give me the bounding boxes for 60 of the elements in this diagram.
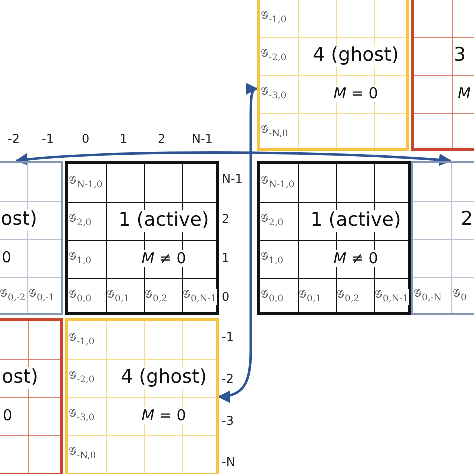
axis-number: 2 (222, 212, 230, 226)
grid-block (65, 161, 219, 315)
cell-label: 𝒢$_{0,0}$ (69, 289, 92, 305)
axis-number: 0 (82, 132, 90, 146)
cell-label: 𝒢$_{0,1}$ (107, 289, 130, 305)
grid-block (0, 318, 63, 474)
axis-number: N-1 (222, 172, 243, 186)
block-label: ost) (2, 367, 38, 389)
cell-label: 𝒢$_{-N,0}$ (69, 446, 96, 462)
block-label: 4 (ghost) (120, 367, 208, 389)
axis-number: -N (222, 455, 236, 469)
cell-label: 𝒢$_{0,2}$ (337, 289, 360, 305)
cell-label: 𝒢$_{0,-1}$ (29, 288, 55, 304)
cell-label: 𝒢$_{-1,0}$ (261, 10, 287, 26)
block-label: M = 0 (334, 85, 378, 103)
cell-label: 𝒢$_{-2,0}$ (69, 370, 95, 386)
cell-label: 𝒢$_{-N,0}$ (261, 124, 288, 140)
grid-block (257, 0, 409, 151)
axis-number: N-1 (192, 132, 213, 146)
grid-block (0, 161, 63, 315)
cell-label: 𝒢$_{-3,0}$ (69, 408, 95, 424)
cell-label: 𝒢$_{-3,0}$ (261, 86, 287, 102)
cell-label: 𝒢$_{1,0}$ (261, 251, 284, 267)
cell-label: 𝒢$_{1,0}$ (69, 251, 92, 267)
block-label: 4 (ghost) (312, 45, 400, 67)
grid-block (257, 161, 411, 315)
cell-label: 𝒢$_{0,-2}$ (0, 288, 26, 304)
block-label: M = 0 (142, 407, 186, 425)
arrow (218, 84, 258, 403)
grid-block (411, 0, 474, 151)
axis-number: -2 (8, 132, 20, 146)
cell-label: 𝒢$_{0,N-1}$ (183, 289, 217, 305)
cell-label: 𝒢$_{2,0}$ (261, 213, 284, 229)
block-label: ost) (1, 209, 38, 231)
cell-label: 𝒢$_{-1,0}$ (69, 332, 95, 348)
axis-number: 2 (158, 132, 166, 146)
axis-number: 1 (222, 251, 230, 265)
arrow (16, 152, 452, 166)
grid-block (65, 318, 219, 474)
cell-label: 𝒢$_{2,0}$ (69, 213, 92, 229)
cell-label: 𝒢$_{0,0}$ (261, 289, 284, 305)
axis-number: -1 (222, 330, 234, 344)
cell-label: 𝒢$_{N-1,0}$ (69, 175, 103, 191)
block-label: M ≠ 0 (334, 250, 378, 268)
cell-label: 𝒢$_{0}$ (453, 288, 467, 304)
cell-label: 𝒢$_{-2,0}$ (261, 48, 287, 64)
block-label: M ≠ 0 (142, 250, 186, 268)
block-label: 1 (active) (310, 210, 402, 232)
axis-number: 1 (120, 132, 128, 146)
cell-label: 𝒢$_{0,N-1}$ (375, 289, 409, 305)
cell-label: 𝒢$_{0,-N}$ (414, 288, 442, 304)
cell-label: 𝒢$_{N-1,0}$ (261, 175, 295, 191)
axis-number: -2 (222, 372, 234, 386)
axis-number: -3 (222, 414, 234, 428)
axis-number: 0 (222, 290, 230, 304)
axis-number: -1 (42, 132, 54, 146)
block-label: 1 (active) (118, 210, 210, 232)
grid-block (411, 161, 474, 315)
cell-label: 𝒢$_{0,1}$ (299, 289, 322, 305)
cell-label: 𝒢$_{0,2}$ (145, 289, 168, 305)
